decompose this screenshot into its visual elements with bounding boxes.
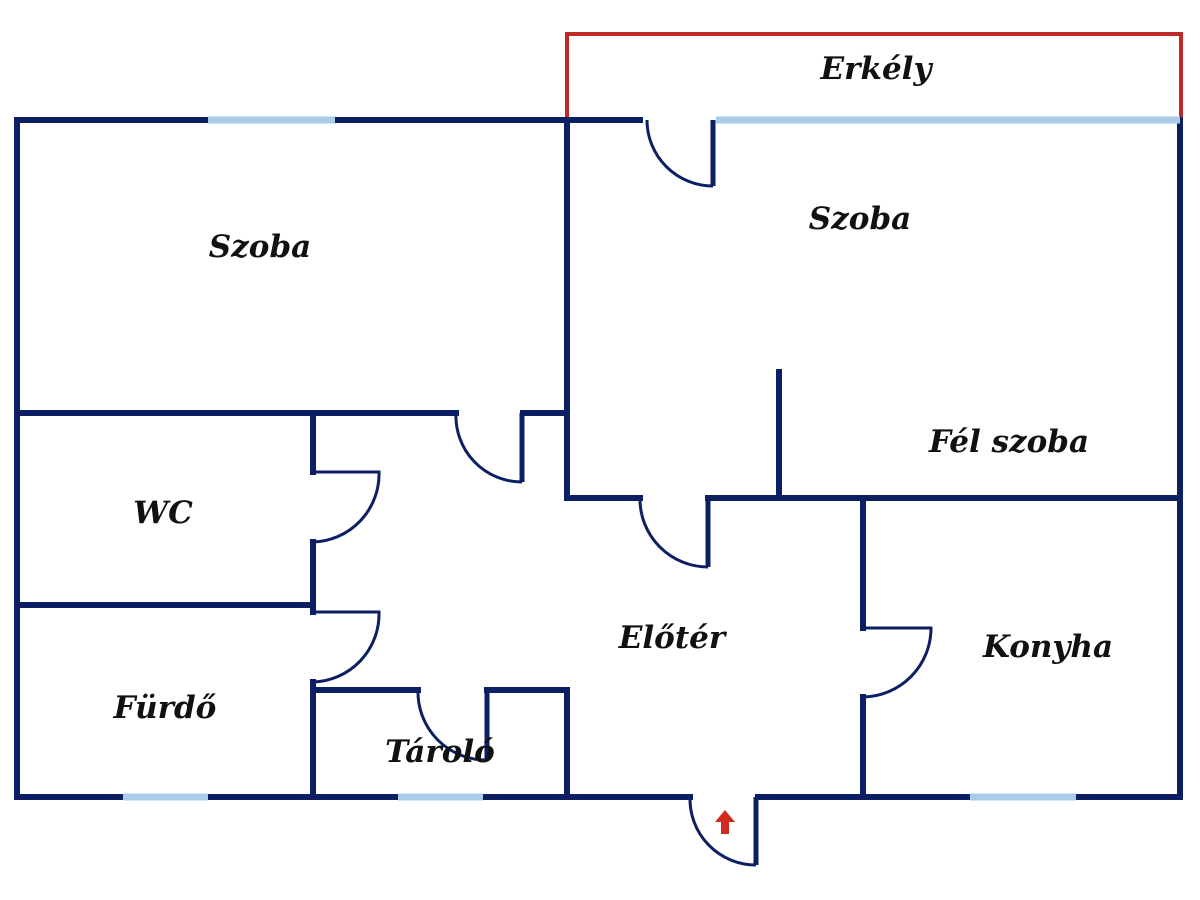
doors (312, 119, 933, 867)
door-room-left (454, 412, 525, 484)
label-balcony: Erkély (820, 51, 934, 87)
door-entrance (688, 796, 759, 867)
label-room-left: Szoba (209, 229, 311, 265)
entrance-arrow-icon (715, 810, 735, 834)
label-hall: Előtér (618, 620, 728, 656)
door-storage (416, 689, 490, 762)
label-half-room: Fél szoba (928, 424, 1089, 460)
door-balcony (645, 119, 716, 188)
door-wc (312, 470, 381, 544)
door-room-right (638, 497, 711, 569)
balcony-outline (565, 32, 1183, 118)
interior-walls (14, 117, 1183, 800)
label-room-right: Szoba (809, 201, 911, 237)
door-bathroom (312, 610, 381, 684)
label-storage: Tároló (385, 734, 495, 770)
label-kitchen: Konyha (982, 629, 1113, 665)
door-kitchen (862, 626, 933, 699)
windows (123, 116, 1180, 801)
label-bathroom: Fürdő (113, 690, 217, 726)
label-wc: WC (133, 495, 193, 531)
